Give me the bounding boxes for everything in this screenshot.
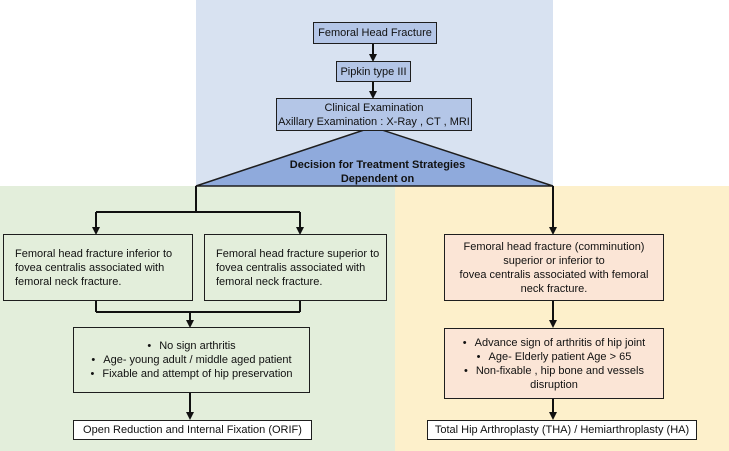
right-a-line-2: superior or inferior to — [503, 254, 605, 267]
right-a-line-3: fovea centralis associated with femoral — [459, 268, 649, 281]
pipkin-text: Pipkin type III — [340, 65, 407, 78]
tha-text: Total Hip Arthroplasty (THA) / Hemiarthr… — [434, 424, 690, 436]
right-criteria-item: Advance sign of arthritis of hip joint — [463, 336, 646, 350]
left-b-line-3: femoral neck fracture. — [216, 275, 323, 288]
right-a-line-4: neck fracture. — [520, 282, 588, 295]
left-fracture-inferior-box: Femoral head fracture inferior to fovea … — [3, 234, 193, 301]
left-a-line-3: femoral neck fracture. — [15, 275, 122, 288]
tha-box: Total Hip Arthroplasty (THA) / Hemiarthr… — [427, 420, 697, 440]
right-a-line-1: Femoral head fracture (comminution) — [463, 240, 645, 253]
left-criteria-item: Age- young adult / middle aged patient — [90, 353, 292, 367]
right-criteria-item: Non-fixable , hip bone and vessels — [463, 364, 645, 378]
left-b-line-2: fovea centralis associated with — [216, 261, 366, 274]
left-fracture-superior-box: Femoral head fracture superior to fovea … — [204, 234, 387, 301]
orif-box: Open Reduction and Internal Fixation (OR… — [73, 420, 312, 440]
left-b-line-1: Femoral head fracture superior to — [216, 247, 380, 260]
decision-line-2: Dependent on — [340, 173, 415, 185]
left-criteria-item: Fixable and attempt of hip preservation — [90, 367, 292, 381]
right-criteria-continuation: disruption — [463, 378, 645, 392]
left-region-background — [0, 186, 395, 451]
left-a-line-2: fovea centralis associated with — [15, 261, 165, 274]
decision-triangle — [195, 126, 554, 187]
clinical-exam-box: Clinical Examination Axillary Examinatio… — [276, 98, 472, 131]
femoral-head-fracture-text: Femoral Head Fracture — [318, 27, 432, 39]
left-a-line-1: Femoral head fracture inferior to — [15, 247, 173, 260]
left-criteria-box: No sign arthritis Age- young adult / mid… — [73, 327, 310, 393]
right-criteria-item: Age- Elderly patient Age > 65 — [463, 350, 645, 364]
right-fracture-box: Femoral head fracture (comminution) supe… — [444, 234, 664, 301]
right-criteria-box: Advance sign of arthritis of hip joint A… — [444, 328, 664, 399]
decision-line-1: Decision for Treatment Strategies — [289, 159, 466, 171]
right-region-background — [395, 186, 729, 451]
femoral-head-fracture-box: Femoral Head Fracture — [313, 22, 437, 44]
left-criteria-item: No sign arthritis — [90, 339, 292, 353]
right-criteria-cont-text: disruption — [530, 378, 578, 391]
orif-text: Open Reduction and Internal Fixation (OR… — [83, 424, 302, 436]
clinical-exam-line-2: Axillary Examination : X-Ray , CT , MRI — [278, 115, 470, 128]
clinical-exam-line-1: Clinical Examination — [324, 101, 424, 114]
pipkin-box: Pipkin type III — [336, 61, 411, 82]
decision-label: Decision for Treatment Strategies Depend… — [270, 158, 485, 186]
